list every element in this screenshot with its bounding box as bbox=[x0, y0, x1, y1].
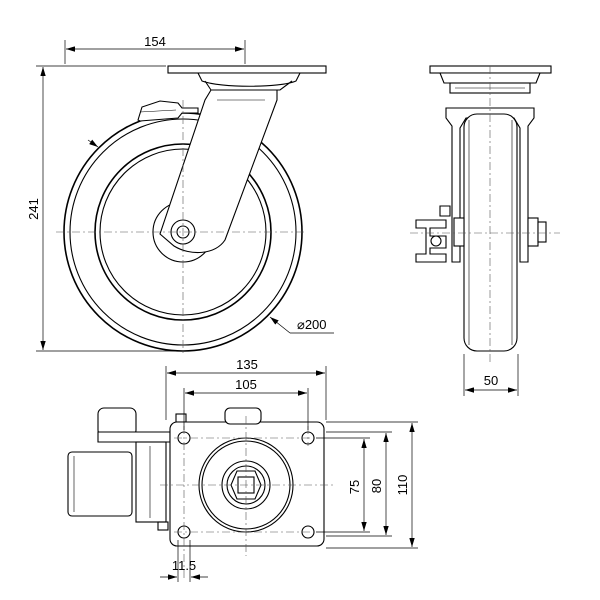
top-view: 135 105 75 80 110 11.5 bbox=[67, 357, 418, 582]
hole-diameter-label: 11.5 bbox=[172, 558, 196, 573]
side-wheel bbox=[463, 113, 518, 352]
fork-leg bbox=[159, 89, 278, 254]
side-axle-nut bbox=[527, 217, 539, 247]
top-plate-width-label: 154 bbox=[144, 34, 166, 49]
overall-height-label: 241 bbox=[26, 198, 41, 220]
side-top-plate bbox=[429, 65, 552, 74]
hole-spacing-length-label: 105 bbox=[235, 377, 257, 392]
plate-width-label: 110 bbox=[395, 475, 410, 496]
side-view: 50 bbox=[410, 65, 560, 396]
plate-length-label: 135 bbox=[236, 357, 258, 372]
hole-spacing-width-label: 75 bbox=[347, 480, 362, 494]
front-swivel-bearing bbox=[197, 72, 301, 87]
front-top-plate bbox=[167, 65, 327, 74]
top-brake-housing bbox=[67, 407, 187, 531]
front-view: 154 241 ⌀200 bbox=[26, 34, 334, 356]
wheel-width-label: 50 bbox=[484, 373, 498, 388]
wheel-diameter-label: ⌀200 bbox=[297, 317, 327, 332]
plate-width-inner-label: 80 bbox=[369, 479, 384, 493]
side-brake bbox=[415, 205, 451, 263]
brake-lever bbox=[137, 100, 199, 122]
